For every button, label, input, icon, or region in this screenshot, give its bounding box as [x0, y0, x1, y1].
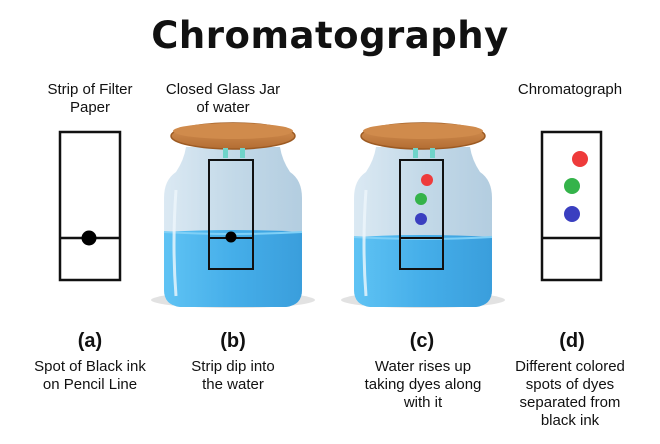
label-filter-paper: Strip of Filter Paper [47, 81, 133, 116]
blue-separated-spot [564, 206, 580, 222]
filter-paper-strip [58, 130, 122, 282]
ink-spot-in-jar [225, 231, 237, 243]
chromatograph-strip [540, 130, 603, 282]
label-chromatograph: Chromatograph [517, 81, 623, 98]
red-separated-spot [572, 151, 588, 167]
caption-a: Spot of Black ink on Pencil Line [34, 358, 146, 393]
green-dye-spot [415, 193, 427, 205]
blue-dye-spot [415, 213, 427, 225]
paper-strip-in-jar [208, 159, 254, 270]
letter-b: (b) [220, 330, 246, 352]
label-glass-jar: Closed Glass Jar of water [165, 81, 281, 116]
letter-a: (a) [77, 330, 103, 352]
letter-d: (d) [559, 330, 585, 352]
caption-b: Strip dip into the water [191, 358, 275, 393]
caption-c: Water rises up taking dyes along with it [364, 358, 482, 411]
green-separated-spot [564, 178, 580, 194]
caption-d: Different colored spots of dyes separate… [515, 358, 625, 429]
page-title: Chromatography [151, 14, 509, 57]
letter-c: (c) [409, 330, 435, 352]
glass-jar-c [341, 122, 505, 308]
red-dye-spot [421, 174, 433, 186]
black-ink-spot [81, 230, 97, 246]
glass-jar-b [151, 122, 315, 308]
paper-strip-with-dyes [399, 159, 444, 270]
